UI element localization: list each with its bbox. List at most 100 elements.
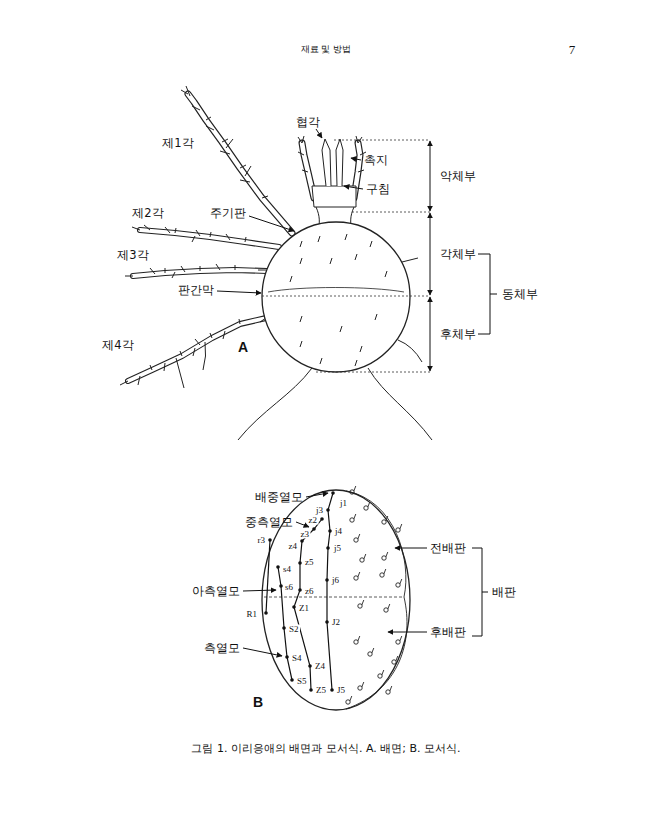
seta-symbol bbox=[354, 636, 360, 644]
seta-row-label: 배중열모 bbox=[255, 491, 303, 504]
seta-symbol bbox=[346, 486, 402, 704]
seta-dot bbox=[325, 620, 329, 624]
seta-dot bbox=[326, 508, 330, 512]
leader-arrow bbox=[243, 590, 276, 591]
mite-legs bbox=[128, 318, 266, 381]
seta-label: r3 bbox=[257, 536, 267, 545]
leg-label: 제1각 bbox=[162, 137, 193, 150]
mite-body bbox=[345, 234, 347, 240]
seta-label: s6 bbox=[284, 583, 294, 592]
seta-symbol bbox=[384, 604, 390, 612]
part-label: 촉지 bbox=[364, 154, 388, 167]
seta-symbol bbox=[364, 502, 370, 510]
leader-arrow bbox=[243, 648, 282, 656]
leader-arrow bbox=[249, 216, 294, 231]
leader-arrow bbox=[388, 632, 427, 633]
running-header: 재료 및 방법 bbox=[301, 45, 352, 55]
mite-body bbox=[300, 316, 302, 322]
leg-label: 제4각 bbox=[102, 339, 133, 352]
seta-label: z6 bbox=[304, 587, 315, 596]
region-bracket bbox=[478, 254, 497, 334]
seta-symbol bbox=[346, 696, 352, 704]
figure-letter: A bbox=[238, 340, 248, 355]
seta-label: z2 bbox=[308, 516, 319, 525]
mite-legs bbox=[120, 86, 292, 388]
seta-dot bbox=[330, 688, 334, 692]
plate-bracket bbox=[472, 548, 488, 636]
mite-body bbox=[320, 358, 322, 364]
seta-symbol bbox=[354, 534, 360, 542]
seta-dot bbox=[264, 611, 268, 615]
seta-dot bbox=[328, 529, 332, 533]
page-number: 7 bbox=[569, 43, 576, 57]
leader-arrow bbox=[351, 158, 361, 160]
mite-body bbox=[375, 314, 377, 320]
seta-symbol bbox=[378, 670, 384, 678]
seta-dot bbox=[312, 527, 316, 531]
part-label: 구침 bbox=[366, 183, 390, 196]
seta-symbol bbox=[396, 636, 402, 644]
region-label: 악체부 bbox=[440, 170, 476, 183]
seta-label: S4 bbox=[291, 654, 303, 663]
mite-legs bbox=[140, 230, 279, 247]
seta-label: z3 bbox=[300, 530, 311, 539]
gnathosoma bbox=[322, 139, 331, 186]
region-label: 각체부 bbox=[440, 248, 476, 261]
seta-symbol bbox=[358, 682, 364, 690]
seta-dot bbox=[290, 678, 294, 682]
mite-body bbox=[262, 222, 410, 372]
seta-dot bbox=[308, 664, 312, 668]
mite-body bbox=[355, 360, 357, 366]
seta-label: z5 bbox=[304, 558, 315, 567]
mite-body bbox=[318, 236, 320, 242]
seta-label: j5 bbox=[333, 544, 342, 553]
mite-body bbox=[385, 271, 387, 277]
seta-symbol bbox=[382, 552, 388, 560]
seta-label: Z4 bbox=[314, 662, 326, 671]
seta-symbol bbox=[350, 486, 356, 494]
dorsal-shield bbox=[346, 491, 407, 709]
region-label: 동체부 bbox=[502, 288, 538, 301]
gnathosoma bbox=[336, 139, 343, 186]
seta-dot bbox=[298, 588, 302, 592]
seta-dot bbox=[298, 561, 302, 565]
dorsal-shield bbox=[264, 597, 404, 598]
seta-row-line bbox=[327, 493, 333, 690]
leg-label: 제3각 bbox=[117, 249, 148, 262]
plate-label: 배판 bbox=[492, 586, 516, 599]
seta-symbol bbox=[360, 554, 366, 562]
seta-row-label: 아측열모 bbox=[192, 585, 240, 598]
seta-dot bbox=[325, 578, 329, 582]
seta-label: s4 bbox=[282, 565, 292, 574]
figure-letter: B bbox=[253, 695, 263, 710]
seta-label: j4 bbox=[334, 527, 343, 536]
seta-symbol bbox=[382, 516, 388, 524]
region-bracket bbox=[430, 141, 431, 211]
region-bracket bbox=[430, 213, 431, 295]
mite-body bbox=[300, 241, 302, 247]
seta-label: Z1 bbox=[298, 604, 310, 613]
mite-body bbox=[370, 241, 372, 247]
seta-label: Z5 bbox=[315, 686, 327, 695]
seta-symbol bbox=[354, 572, 360, 580]
seta-label: j6 bbox=[331, 576, 340, 585]
mite-body bbox=[268, 288, 404, 293]
seta-dot bbox=[268, 538, 272, 542]
part-label: 판간막 bbox=[178, 284, 214, 297]
mite-body bbox=[238, 222, 432, 440]
region-bracket bbox=[262, 140, 430, 372]
seta-dot bbox=[320, 517, 324, 521]
seta-row-label: 측열모 bbox=[204, 642, 240, 655]
seta-row-label: 중측열모 bbox=[245, 516, 293, 529]
mite-body bbox=[355, 254, 357, 260]
gnathosoma bbox=[312, 186, 356, 207]
seta-dot bbox=[300, 539, 304, 543]
seta-label: J2 bbox=[331, 618, 341, 627]
mite-body bbox=[300, 341, 302, 347]
part-label: 협각 bbox=[296, 116, 320, 129]
leg-label: 제2각 bbox=[132, 207, 163, 220]
seta-symbol bbox=[386, 686, 392, 694]
mite-legs bbox=[188, 94, 292, 233]
seta-label: z4 bbox=[288, 542, 299, 551]
